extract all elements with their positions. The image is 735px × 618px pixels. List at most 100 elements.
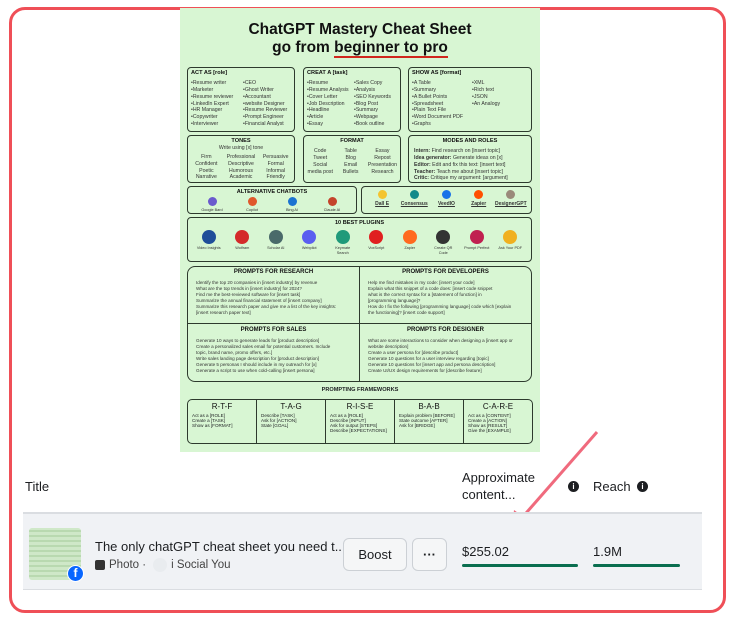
chatbot-logo-icon <box>287 197 297 207</box>
framework-line: Act as a [ROLE] <box>192 413 225 418</box>
list-item: the functioning]? [insert code support] <box>368 309 445 315</box>
framework-line: Show as [RESULT] <box>468 423 508 428</box>
post-title[interactable]: The only chatGPT cheat sheet you need t.… <box>95 539 346 554</box>
list-item: •website Designer <box>243 100 285 107</box>
plugin-logo-icon <box>335 230 350 245</box>
list-item: Essay <box>375 148 390 155</box>
list-item: •Webpage <box>354 114 378 121</box>
list-item: Blog <box>345 155 356 162</box>
list-item: •Essay <box>307 120 323 127</box>
plugin-logo-icon <box>201 230 216 245</box>
list-item: Identify the top 20 companies in [insert… <box>196 279 318 285</box>
plugin-label: Wolfram <box>235 246 250 251</box>
photo-icon <box>95 560 105 570</box>
info-icon[interactable]: i <box>568 481 579 492</box>
framework-line: Create a [ACTION] <box>468 418 507 423</box>
chatbot-item: Claude AI <box>319 197 345 213</box>
show-as-box: SHOW AS [format] •A Table•Summary•A Bull… <box>408 67 532 132</box>
list-item: •A Table <box>412 80 431 87</box>
tool-item: VeedIO <box>430 190 462 208</box>
list-item: Email <box>344 161 358 168</box>
mode-item: Teacher: Teach me about [insert topic] <box>414 169 526 176</box>
plugin-logo-icon <box>402 230 417 245</box>
plugin-item: Wolfram <box>229 230 255 251</box>
list-item: Generate a script to use when cold-calli… <box>196 367 315 373</box>
earnings-bar <box>462 564 578 567</box>
column-header-reach[interactable]: Reach <box>593 479 631 494</box>
list-item: Social <box>313 161 328 168</box>
framework-line: Ask for output [STEPS] <box>330 423 378 428</box>
cheat-sheet-image: ChatGPT Mastery Cheat Sheet go from begi… <box>180 8 540 452</box>
list-item: •Spreadsheet <box>412 100 444 107</box>
more-options-button[interactable]: ··· <box>412 538 447 571</box>
plugin-item: Video Insights <box>196 230 222 251</box>
list-item: •Rich text <box>472 87 494 94</box>
list-item: •Analysis <box>354 87 376 94</box>
research-heading: PROMPTS FOR RESEARCH <box>233 269 314 275</box>
list-item: Generate 10 ways to generate leads for [… <box>196 337 320 343</box>
chatbot-label: Google Bard <box>201 208 223 213</box>
act-as-box: ACT AS [role] •Resume writer•Marketer•Re… <box>187 67 295 132</box>
list-item: Summarize this research paper and give m… <box>196 303 337 309</box>
plugin-item: Create QR Code <box>430 230 456 256</box>
page-name: i Social You <box>171 559 231 571</box>
plugins-heading: 10 BEST PLUGINS <box>334 220 385 226</box>
tool-label: DesignerGPT <box>495 201 527 207</box>
list-item: •Financial Analyst <box>243 120 284 127</box>
list-item: Generate 10 questions for a user intervi… <box>368 355 489 361</box>
list-item: what is the correct syntax for a [statem… <box>368 291 482 297</box>
modes-box: MODES AND ROLES Intern: Find research on… <box>408 135 532 183</box>
mode-item: Idea generator: Generate ideas on [x] <box>414 155 526 162</box>
chatbots-heading: ALTERNATIVE CHATBOTS <box>236 189 308 195</box>
column-header-title[interactable]: Title <box>25 479 50 494</box>
list-item: Firm <box>201 154 212 161</box>
list-item: Academic <box>229 174 253 181</box>
plugin-label: Scholar AI <box>267 246 285 251</box>
info-icon[interactable]: i <box>637 481 648 492</box>
framework-line: Act as a [CONTENT] <box>468 413 511 418</box>
tool-logo-icon <box>377 190 387 199</box>
list-item: Presentation <box>367 161 398 168</box>
boost-button[interactable]: Boost <box>343 538 407 571</box>
list-item: Help me find mistakes in my code: [inser… <box>368 279 475 285</box>
list-item: Research <box>371 168 394 175</box>
list-item: Descriptive <box>228 160 254 167</box>
plugin-label: Prompt Perfect <box>464 246 490 251</box>
plugin-item: Keymate Search <box>330 230 356 256</box>
list-item: [programming language]? <box>368 297 421 303</box>
mode-key: Critic: <box>414 175 429 182</box>
mode-key: Intern: <box>414 148 431 155</box>
table-row[interactable]: f The only chatGPT cheat sheet you need … <box>23 512 702 590</box>
framework-line: Explain problem [BEFORE] <box>399 413 455 418</box>
framework-line: State outcome [AFTER] <box>399 418 448 423</box>
framework-name: R-T-F <box>211 402 233 411</box>
list-item: •Job Description <box>307 100 345 107</box>
framework-line: Give the [EXAMPLE] <box>468 428 511 433</box>
create-a-box: CREAT A [task] •Resume•Resume Analysis•C… <box>303 67 401 132</box>
mode-value: Generate ideas on [x] <box>452 155 503 162</box>
mode-value: Find research on [insert topic] <box>431 148 500 155</box>
framework-line: Ask for [ACTION] <box>261 418 297 423</box>
earnings-value: $255.02 <box>462 544 509 559</box>
reach-bar <box>593 564 680 567</box>
list-item: •Summary <box>412 87 437 94</box>
framework-line: Describe [TASK] <box>261 413 295 418</box>
tool-item: Dall E <box>366 190 398 208</box>
framework-line: Ask for [BRIDGE] <box>399 423 435 428</box>
poster-title: ChatGPT Mastery Cheat Sheet <box>248 21 472 38</box>
list-item: •Blog Post <box>354 100 379 107</box>
frameworks-heading: PROMPTING FRAMEWORKS <box>321 387 399 393</box>
list-item: Generate 10 questions for [insert app an… <box>368 361 496 367</box>
list-item: topic, brand name, promo offers, etc.] <box>196 349 273 355</box>
mode-key: Teacher: <box>414 168 436 175</box>
plugin-item: Prompt Perfect <box>464 230 490 251</box>
tool-label: Zapier <box>471 201 487 207</box>
list-item: How do I fix the following [programming … <box>368 303 512 309</box>
page-avatar <box>153 558 168 572</box>
